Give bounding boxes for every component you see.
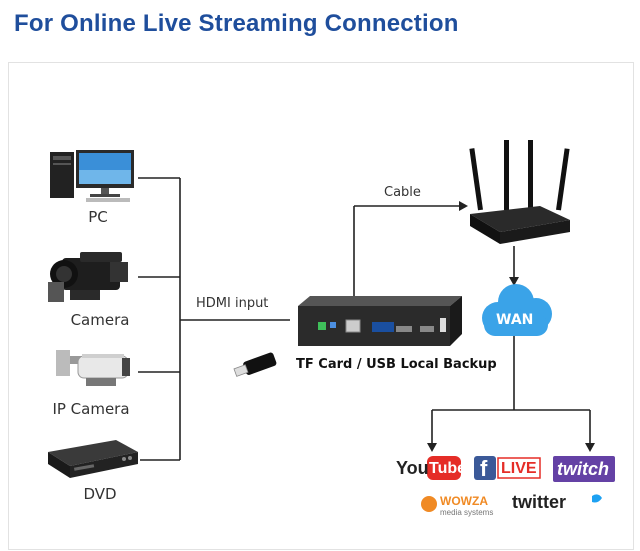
wan-cloud-icon xyxy=(482,284,552,336)
youtube-tube-text: Tube xyxy=(429,460,467,477)
arrowhead-twitch xyxy=(585,443,595,452)
wowza-text: WOWZA xyxy=(440,494,488,508)
facebook-logo-box xyxy=(474,456,496,480)
usb-stick-icon xyxy=(233,352,277,377)
ip-camera-icon xyxy=(56,350,130,386)
youtube-logo-box xyxy=(427,456,461,480)
label-pc: PC xyxy=(88,208,108,226)
page-title: For Online Live Streaming Connection xyxy=(14,10,459,37)
twitch-logo-box xyxy=(553,456,615,482)
router-wan-arrowhead xyxy=(509,277,519,286)
wan-label: WAN xyxy=(496,312,534,328)
distribution-lines xyxy=(431,336,591,446)
twitch-text: twitch xyxy=(557,459,609,479)
label-camera: Camera xyxy=(70,311,130,329)
label-local-backup: TF Card / USB Local Backup xyxy=(296,357,497,372)
encoder-device xyxy=(298,296,462,346)
twitter-text: twitter xyxy=(512,492,566,512)
pc-icon xyxy=(50,150,134,202)
youtube-you-text: You xyxy=(396,458,429,478)
facebook-f-icon: f xyxy=(480,456,488,481)
router-icon xyxy=(469,140,570,244)
label-dvd: DVD xyxy=(83,485,117,503)
label-cable: Cable xyxy=(384,185,421,200)
cable-line xyxy=(353,205,466,296)
label-ip-camera: IP Camera xyxy=(52,400,130,418)
source-lines xyxy=(138,177,290,461)
dvd-player-icon xyxy=(48,440,138,478)
cable-arrowhead xyxy=(459,201,468,211)
wowza-sub-text: media systems xyxy=(440,508,494,517)
twitter-bird-icon xyxy=(592,494,602,503)
live-badge-border xyxy=(497,457,541,479)
facebook-live-text: LIVE xyxy=(501,460,537,477)
arrowhead-youtube xyxy=(427,443,437,452)
wowza-logo-mark xyxy=(421,496,437,512)
label-hdmi-input: HDMI input xyxy=(196,296,269,311)
camera-icon xyxy=(48,252,128,302)
